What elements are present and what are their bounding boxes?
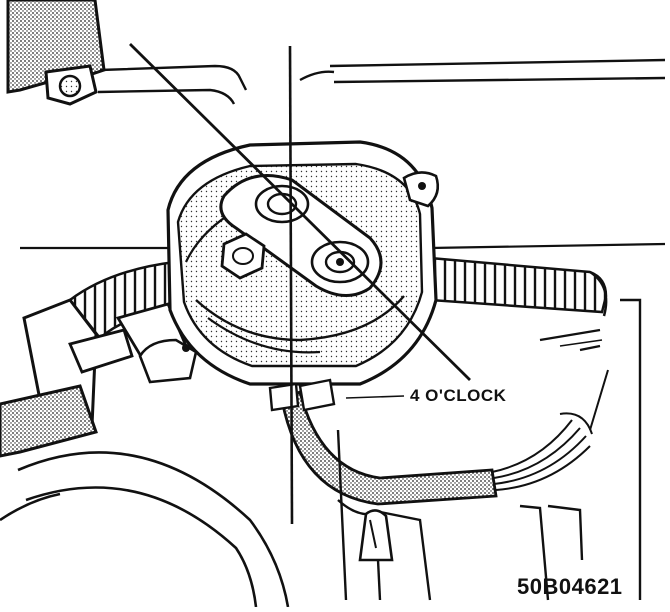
vertical-reference-line [288,45,294,525]
wire-clip [358,509,394,601]
right-housing-edge [539,298,642,600]
diagonal-alignment-line [129,43,471,381]
callout-leader [345,395,405,399]
right-reference-line [429,242,666,250]
left-connector [0,298,188,458]
rotor [219,174,383,297]
upper-pipe [6,0,106,106]
hold-down-bolt [220,232,266,280]
pulley-arcs [0,451,290,608]
wire-bundle [491,369,609,491]
right-wiring-harness [428,256,608,317]
figure-code: 50B04621 [517,574,623,599]
engine-block-outline [97,58,666,105]
harness-leader [559,339,603,347]
callout-label: 4 O'CLOCK [410,386,507,405]
